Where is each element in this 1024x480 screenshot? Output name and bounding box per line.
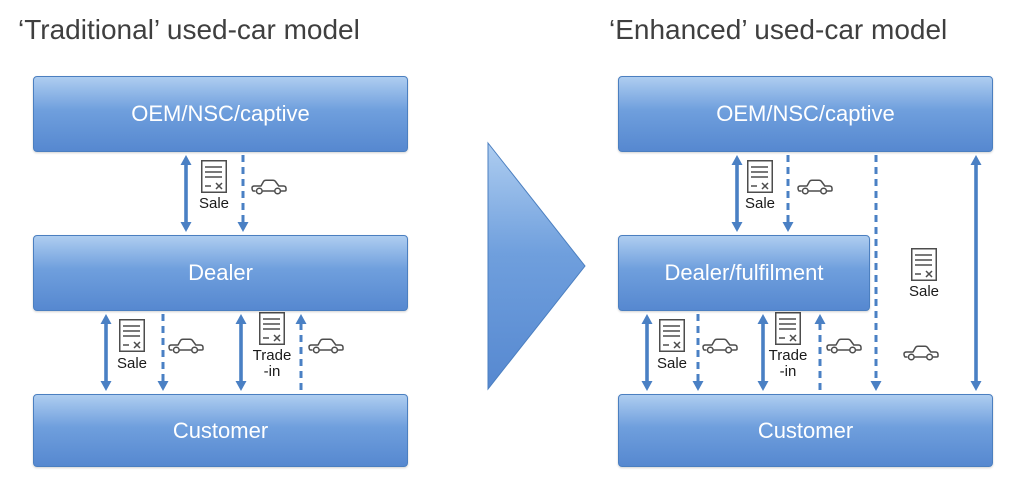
right-oem-dealer-sale-label: Sale xyxy=(744,195,776,212)
right-tradein-car-icon xyxy=(826,338,862,354)
right-oem-dealer-car-flow-arrow xyxy=(782,155,794,232)
left-oem-dealer-sale-label: Sale xyxy=(198,195,230,212)
transition-arrow xyxy=(487,141,586,391)
right-oem-customer-sale-label: Sale xyxy=(908,283,940,300)
right-tradein-label: Trade -in xyxy=(768,347,808,380)
left-dealer-customer-car-icon xyxy=(168,338,204,354)
right-oem-dealer-invoice-icon xyxy=(747,160,773,193)
right-oem-customer-sale-invoice-icon xyxy=(911,248,937,281)
right-oem-box: OEM/NSC/captive xyxy=(618,76,993,152)
left-oem-dealer-car-icon xyxy=(251,179,287,195)
right-customer-dealer-tradein-car-arrow xyxy=(814,314,826,391)
right-dealer-customer-sale-invoice-icon xyxy=(659,319,685,352)
left-oem-box: OEM/NSC/captive xyxy=(33,76,408,152)
left-dealer-customer-car-flow-arrow xyxy=(157,314,169,391)
right-oem-customer-car-icon xyxy=(903,345,939,361)
right-customer-box: Customer xyxy=(618,394,993,467)
left-oem-dealer-car-flow-arrow xyxy=(237,155,249,232)
right-customer-box-label: Customer xyxy=(757,417,854,443)
left-tradein-label: Trade -in xyxy=(252,347,292,380)
left-customer-box-label: Customer xyxy=(172,417,269,443)
right-oem-dealer-sale-arrow xyxy=(731,155,743,232)
right-tradein-invoice-icon xyxy=(775,312,801,345)
right-dealer-customer-car-flow-arrow xyxy=(692,314,704,391)
left-dealer-customer-sale-arrow xyxy=(100,314,112,391)
right-oem-customer-car-flow-arrow xyxy=(870,155,882,391)
left-dealer-customer-tradein-arrow xyxy=(235,314,247,391)
left-customer-box: Customer xyxy=(33,394,408,467)
left-dealer-customer-sale-invoice-icon xyxy=(119,319,145,352)
left-dealer-box: Dealer xyxy=(33,235,408,311)
left-dealer-customer-sale-label: Sale xyxy=(116,355,148,372)
right-dealer-customer-sale-arrow xyxy=(641,314,653,391)
left-oem-dealer-invoice-icon xyxy=(201,160,227,193)
left-customer-dealer-tradein-car-arrow xyxy=(295,314,307,391)
left-model-title: ‘Traditional’ used-car model xyxy=(18,14,360,45)
right-dealer-customer-tradein-arrow xyxy=(757,314,769,391)
right-oem-box-label: OEM/NSC/captive xyxy=(716,101,895,126)
left-dealer-box-label: Dealer xyxy=(188,260,253,285)
right-dealer-box-label: Dealer/fulfilment xyxy=(664,260,824,285)
left-oem-box-label: OEM/NSC/captive xyxy=(131,101,310,126)
right-dealer-box: Dealer/fulfilment xyxy=(618,235,870,311)
left-tradein-invoice-icon xyxy=(259,312,285,345)
right-oem-dealer-car-icon xyxy=(797,179,833,195)
right-model-title: ‘Enhanced’ used-car model xyxy=(609,14,948,45)
left-oem-dealer-sale-arrow xyxy=(180,155,192,232)
left-tradein-car-icon xyxy=(308,338,344,354)
right-oem-customer-sale-arrow xyxy=(970,155,982,391)
right-dealer-customer-car-icon xyxy=(702,338,738,354)
right-dealer-customer-sale-label: Sale xyxy=(656,355,688,372)
